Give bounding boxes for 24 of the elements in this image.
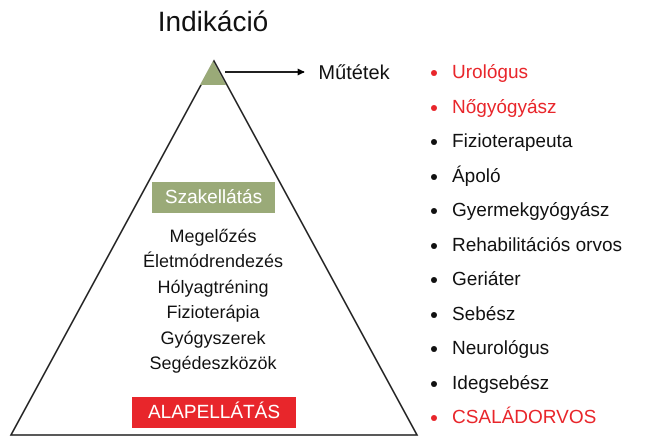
specialist-name: Gyermekgyógyász <box>452 200 610 222</box>
specialist-name: Rehabilitációs orvos <box>452 234 622 256</box>
specialist-name: CSALÁDORVOS <box>452 407 596 429</box>
list-item: Megelőzés <box>168 225 258 247</box>
specialist-name: Neurológus <box>452 338 550 360</box>
specialist-name: Nőgyógyász <box>452 96 557 118</box>
specialist-name: Urológus <box>452 62 528 84</box>
target-label: Műtétek <box>306 60 402 86</box>
pyramid-triangle <box>10 60 418 436</box>
list-item: Hólyagtréning <box>156 276 270 298</box>
specialist-name: Ápoló <box>452 166 501 188</box>
specialist-name: Geriáter <box>452 269 521 291</box>
specialist-name: Idegsebész <box>452 372 550 394</box>
diagram-title: Indikáció <box>156 6 270 38</box>
arrow <box>225 68 305 76</box>
list-item: Életmódrendezés <box>142 250 284 272</box>
level-box: ALAPELLÁTÁS <box>132 397 296 428</box>
apex-triangle <box>199 60 227 86</box>
list-item: Segédeszközök <box>148 352 278 374</box>
specialist-name: Sebész <box>452 304 516 326</box>
list-item: Gyógyszerek <box>159 326 267 349</box>
list-item: Fizioterápia <box>165 301 261 324</box>
specialist-name: Fizioterapeuta <box>452 131 572 153</box>
level-box: Szakellátás <box>152 182 275 213</box>
